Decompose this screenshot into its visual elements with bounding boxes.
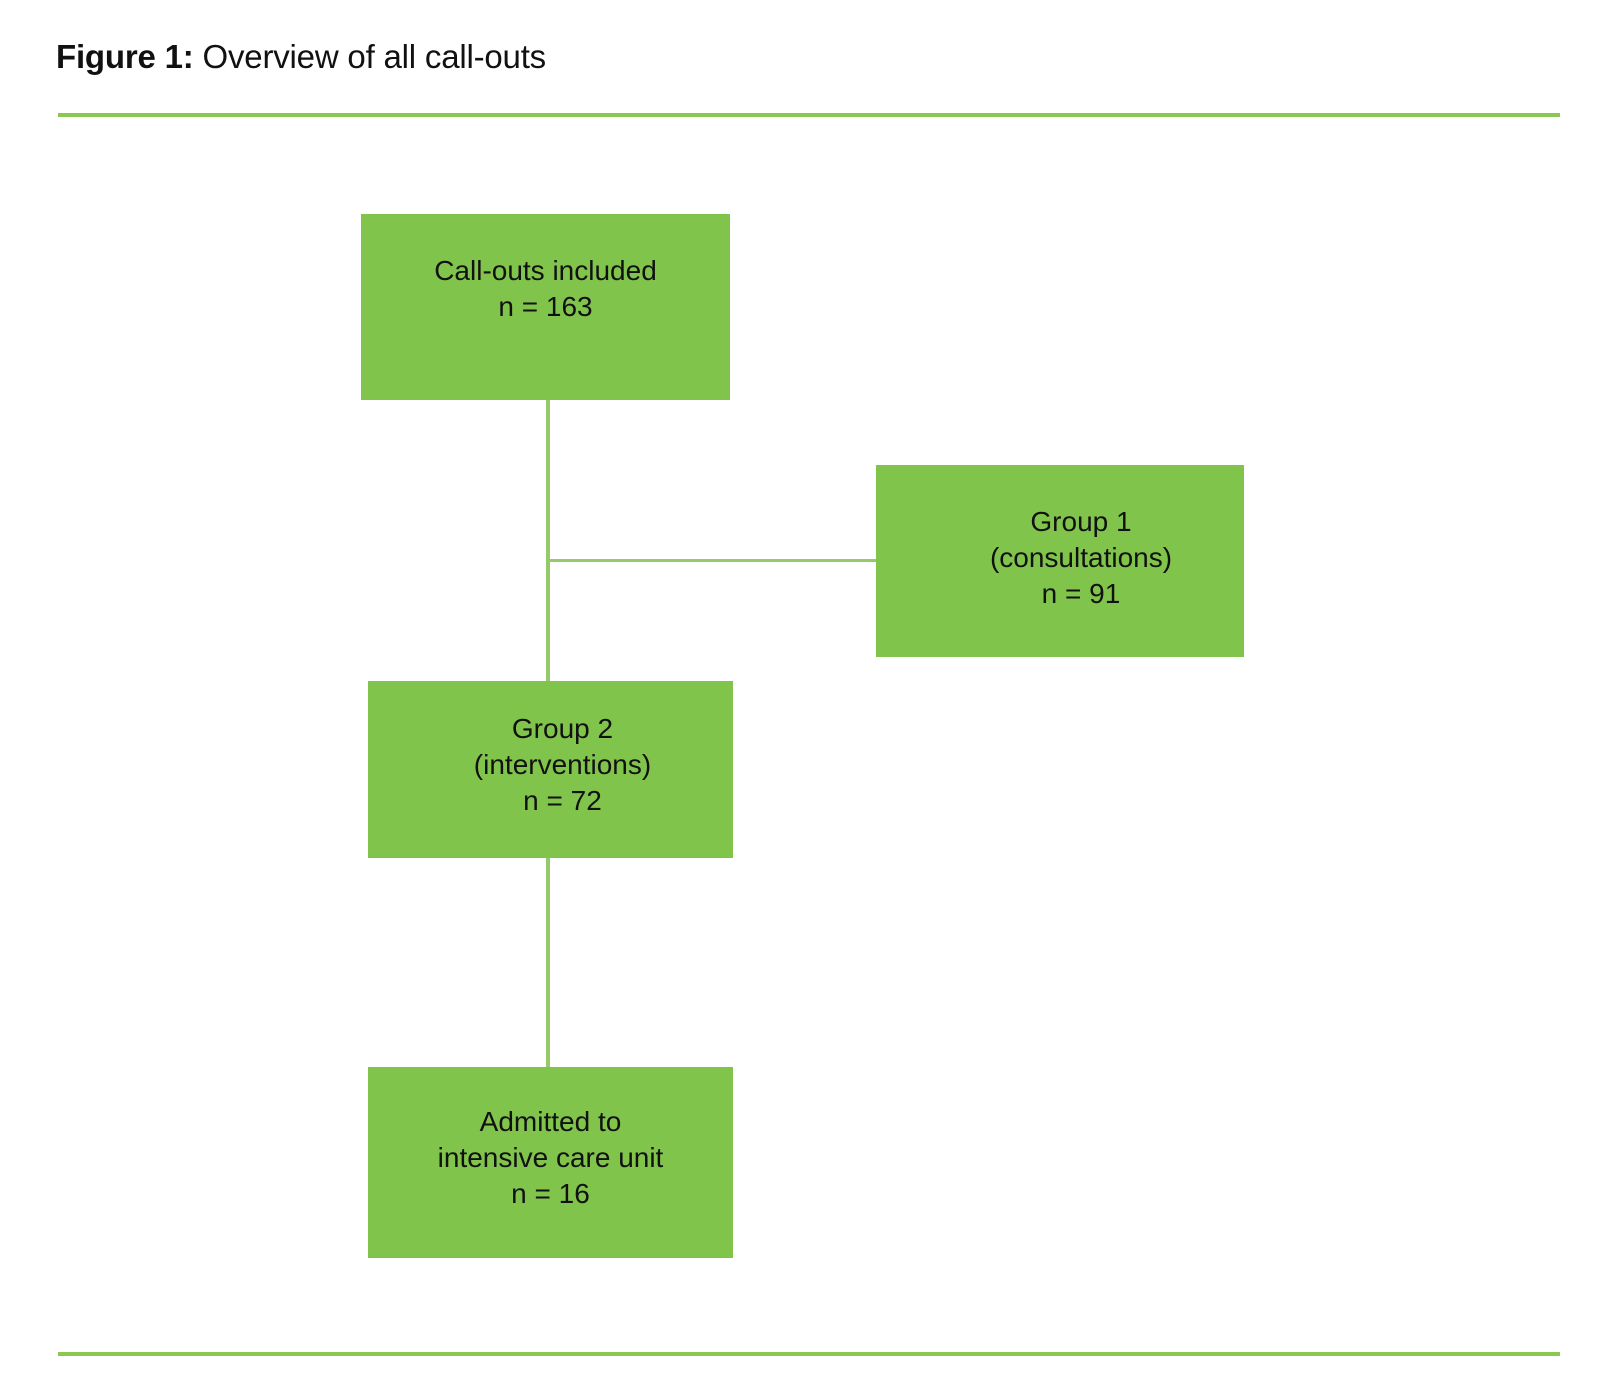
figure-caption-label: Figure 1:	[56, 38, 194, 75]
node-group-1-consultations-text: Group 1 (consultations) n = 91	[989, 506, 1173, 609]
connector-group2-to-icu	[546, 858, 550, 1068]
node-admitted-to-icu-text: Admitted to intensive care unit n = 16	[437, 1105, 664, 1209]
node-group-2-interventions: Group 2 (interventions) n = 72	[368, 681, 733, 858]
figure-bottom-rule	[58, 1352, 1560, 1356]
node-group-2-interventions-text: Group 2 (interventions) n = 72	[473, 712, 652, 816]
connector-included-to-group1	[546, 559, 878, 562]
node-admitted-to-icu: Admitted to intensive care unit n = 16	[368, 1067, 733, 1258]
figure-caption: Figure 1: Overview of all call-outs	[56, 36, 546, 78]
connector-included-to-group2	[546, 400, 550, 682]
node-call-outs-included-text: Call-outs included n = 163	[434, 255, 657, 322]
node-call-outs-included: Call-outs included n = 163	[361, 214, 730, 400]
figure-top-rule	[58, 113, 1560, 117]
figure-caption-title: Overview of all call-outs	[193, 38, 547, 75]
node-group-1-consultations: Group 1 (consultations) n = 91	[876, 465, 1244, 657]
